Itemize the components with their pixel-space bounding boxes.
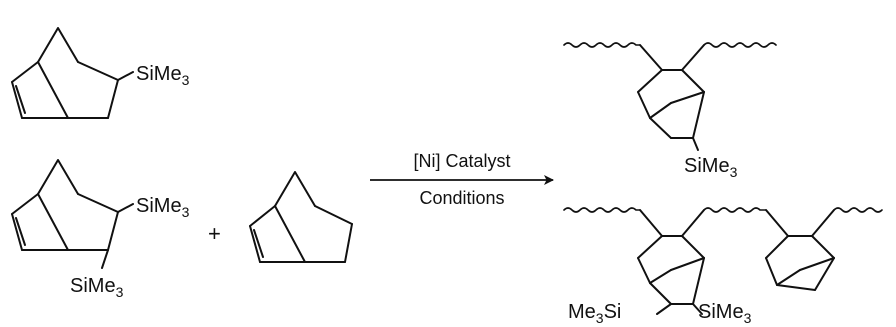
product-1-structure bbox=[563, 42, 777, 151]
product-1-substituent: SiMe3 bbox=[684, 155, 738, 180]
product-2-substituent-left: Me3Si bbox=[568, 301, 621, 326]
plus-sign: + bbox=[208, 221, 221, 246]
monomer-2-structure bbox=[11, 159, 134, 269]
product-2-substituent-right: SiMe3 bbox=[698, 301, 752, 326]
catalyst-label: [Ni] Catalyst bbox=[413, 151, 510, 171]
product-2-structure bbox=[563, 207, 883, 315]
monomer-2-substituent-bottom: SiMe3 bbox=[70, 275, 124, 300]
norbornene-structure bbox=[249, 171, 353, 263]
conditions-label: Conditions bbox=[419, 188, 504, 208]
monomer-1-substituent: SiMe3 bbox=[136, 63, 190, 88]
monomer-1-structure bbox=[11, 27, 134, 119]
monomer-2-substituent-top: SiMe3 bbox=[136, 195, 190, 220]
